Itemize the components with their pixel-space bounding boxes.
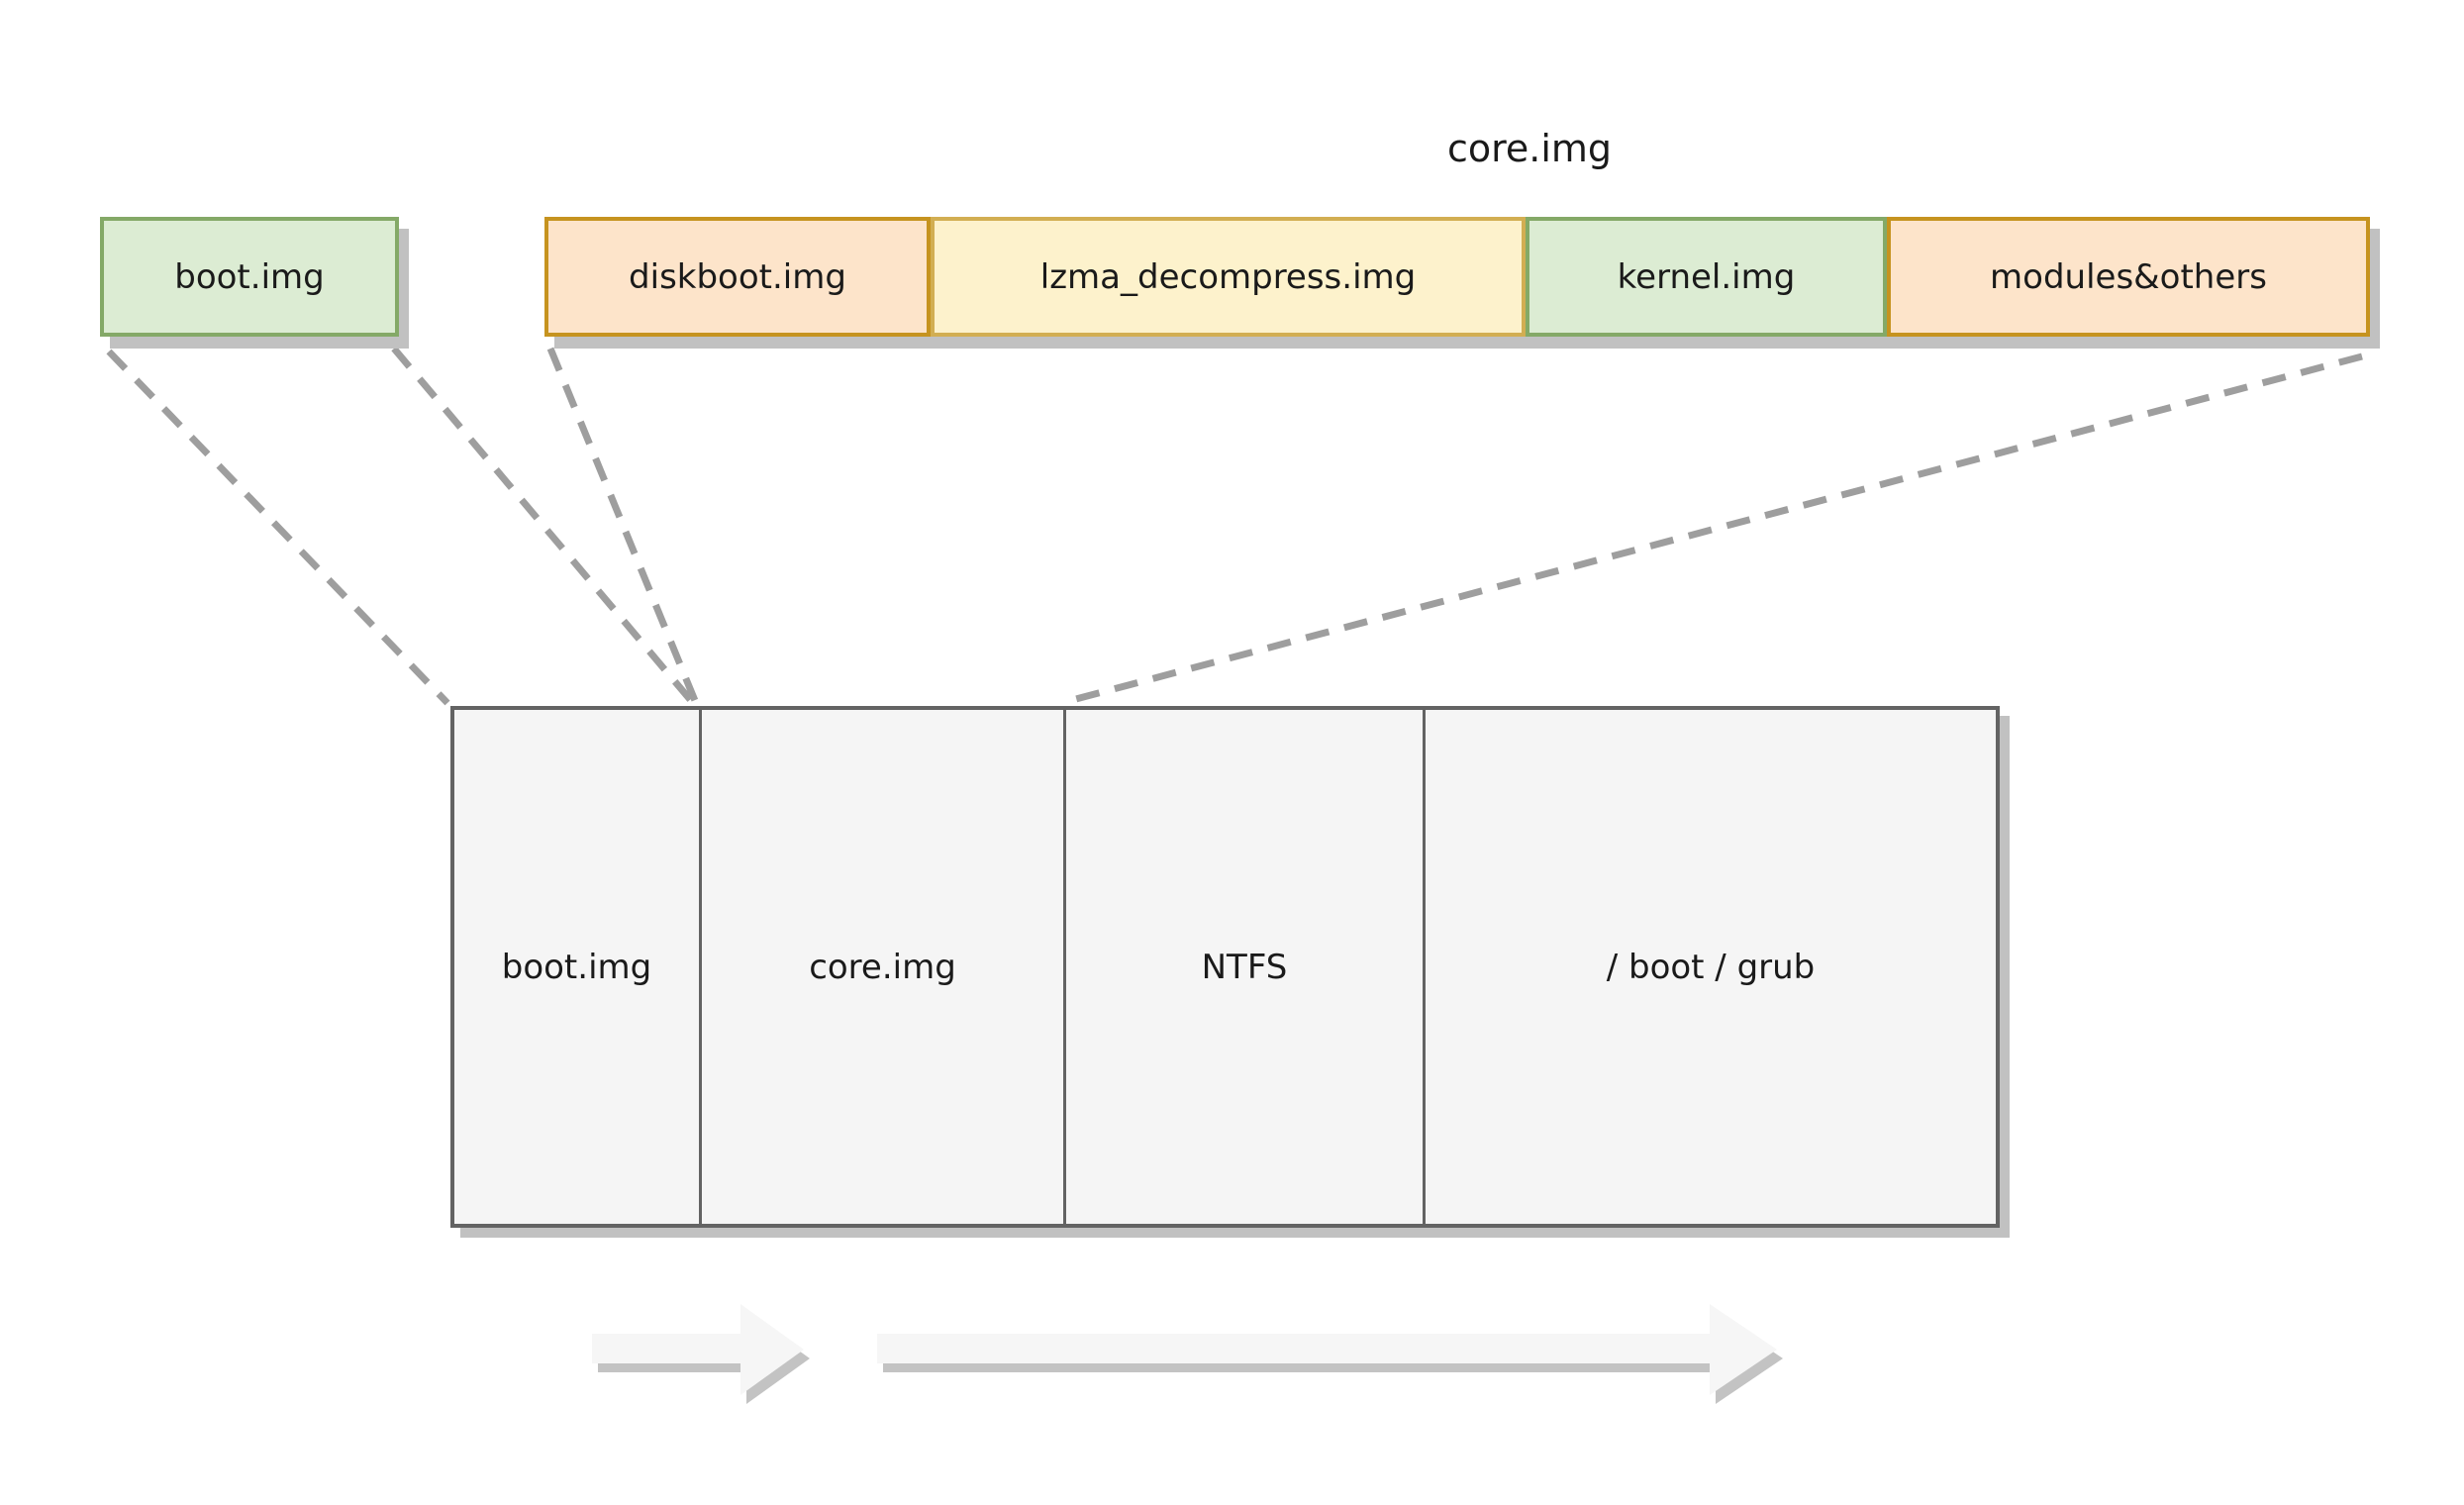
connector-bootimg-to-disk-left [106,349,450,706]
disk-section-core-img-label: core.img [809,947,956,987]
connector-coreimg-right-to-disk [1060,352,2363,707]
modules-others-box: modules&others [1887,217,2370,337]
connector-coreimg-left-to-disk [546,347,700,705]
kernel-img-box: kernel.img [1526,217,1887,337]
diskboot-img-label: diskboot.img [629,256,846,297]
disk-layout-rect: boot.img core.img NTFS / boot / grub [450,706,2000,1228]
flow-arrow-long [877,1304,1783,1404]
disk-section-boot-img: boot.img [454,710,702,1224]
connector-bootimg-to-divider [391,346,696,706]
flow-arrow-short [592,1304,810,1404]
disk-section-boot-grub: / boot / grub [1426,710,1996,1224]
modules-others-label: modules&others [1990,256,2267,297]
lzma-decompress-img-label: lzma_decompress.img [1039,256,1417,297]
lzma-decompress-img-box: lzma_decompress.img [931,217,1526,337]
disk-section-core-img: core.img [702,710,1066,1224]
boot-img-box: boot.img [100,217,399,337]
core-img-title: core.img [1446,127,1613,170]
disk-section-ntfs: NTFS [1066,710,1426,1224]
disk-section-boot-grub-label: / boot / grub [1606,947,1816,987]
disk-section-ntfs-label: NTFS [1201,947,1288,987]
disk-section-boot-img-label: boot.img [501,947,652,987]
boot-img-label: boot.img [174,256,325,297]
diskboot-img-box: diskboot.img [544,217,931,337]
kernel-img-label: kernel.img [1617,256,1796,297]
